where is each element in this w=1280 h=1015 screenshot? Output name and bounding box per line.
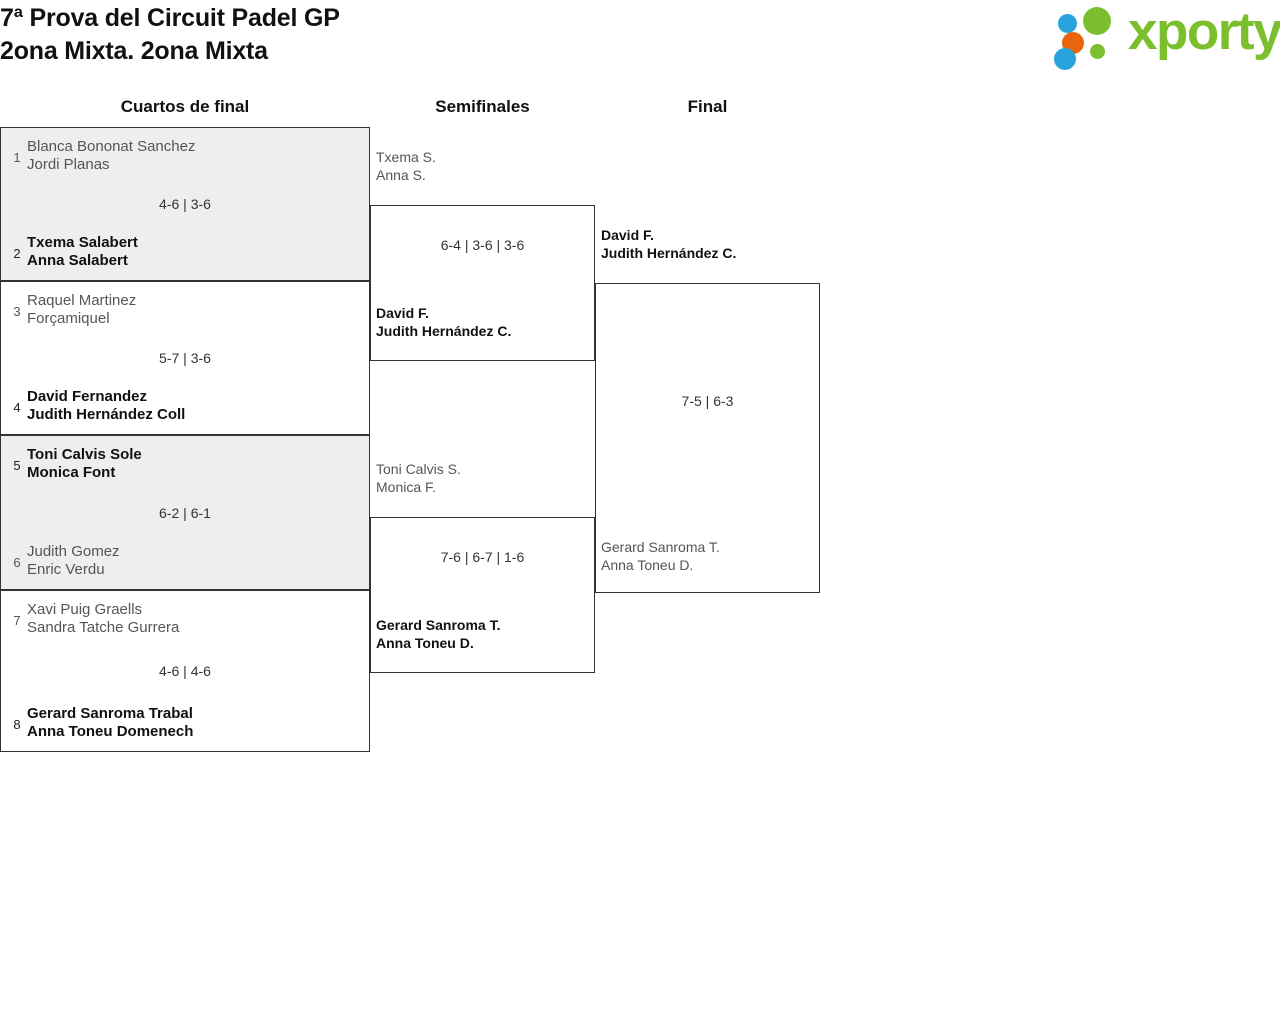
team-slot-seed-2[interactable]: 2 Txema Salabert Anna Salabert xyxy=(1,234,369,270)
logo-wordmark: xporty xyxy=(1128,2,1280,61)
team-players: Blanca Bononat Sanchez Jordi Planas xyxy=(27,138,195,174)
tournament-category: 2ona Mixta. 2ona Mixta xyxy=(0,37,268,65)
page-header: 7ª Prova del Circuit Padel GP 2ona Mixta… xyxy=(0,0,1280,80)
seed-number: 2 xyxy=(13,246,21,261)
team-slot-seed-8[interactable]: 8 Gerard Sanroma Trabal Anna Toneu Domen… xyxy=(1,705,369,741)
team-players: Xavi Puig Graells Sandra Tatche Gurrera xyxy=(27,601,179,637)
team-players: Judith Gomez Enric Verdu xyxy=(27,543,120,579)
player-name: Anna Toneu D. xyxy=(601,557,694,573)
team-players: Txema Salabert Anna Salabert xyxy=(27,234,138,270)
player-name: Anna Salabert xyxy=(27,252,128,269)
seed-number: 4 xyxy=(13,400,21,415)
player-name: Blanca Bononat Sanchez xyxy=(27,138,196,155)
seed-number: 8 xyxy=(13,717,21,732)
team-slot-seed-6[interactable]: 6 Judith Gomez Enric Verdu xyxy=(1,543,369,579)
logo-dot-blue-top xyxy=(1058,14,1077,33)
team-slot-seed-1[interactable]: 1 Blanca Bononat Sanchez Jordi Planas xyxy=(1,138,369,174)
final-score: 7-5 | 6-3 xyxy=(681,393,734,409)
seed-number: 3 xyxy=(13,304,21,319)
team-players: David Fernandez Judith Hernández Coll xyxy=(27,388,185,424)
semifinal-2-score: 7-6 | 6-7 | 1-6 xyxy=(440,549,525,565)
final-team-top[interactable]: David F. Judith Hernández C. xyxy=(601,226,736,262)
team-players: Raquel Martinez Forçamiquel xyxy=(27,292,136,328)
player-name: David F. xyxy=(376,305,429,321)
tournament-name: 7ª Prova del Circuit Padel GP xyxy=(0,4,340,32)
player-name: Monica F. xyxy=(376,479,436,495)
player-name: Toni Calvis S. xyxy=(376,461,461,477)
seed-number: 7 xyxy=(13,613,21,628)
match-quarterfinal-1[interactable]: 1 Blanca Bononat Sanchez Jordi Planas 4-… xyxy=(0,127,370,281)
player-name: David Fernandez xyxy=(27,388,148,405)
player-name: Judith Gomez xyxy=(27,543,120,560)
round-header-semifinals: Semifinales xyxy=(435,97,530,116)
team-slot-seed-4[interactable]: 4 David Fernandez Judith Hernández Coll xyxy=(1,388,369,424)
player-name: Sandra Tatche Gurrera xyxy=(27,619,180,636)
match-quarterfinal-2[interactable]: 3 Raquel Martinez Forçamiquel 5-7 | 3-6 … xyxy=(0,281,370,435)
player-name: Judith Hernández C. xyxy=(601,245,737,261)
player-name: Toni Calvis Sole xyxy=(27,446,142,463)
player-name: Xavi Puig Graells xyxy=(27,601,143,618)
player-name: Judith Hernández C. xyxy=(376,323,512,339)
team-slot-seed-5[interactable]: 5 Toni Calvis Sole Monica Font xyxy=(1,446,369,482)
player-name: Judith Hernández Coll xyxy=(27,406,186,423)
match-quarterfinal-3[interactable]: 5 Toni Calvis Sole Monica Font 6-2 | 6-1… xyxy=(0,435,370,590)
logo-dot-blue-bottom xyxy=(1054,48,1076,70)
semifinal-1-team-bottom[interactable]: David F. Judith Hernández C. xyxy=(376,304,511,340)
logo-dot-green-small xyxy=(1090,44,1105,59)
player-name: Anna Toneu D. xyxy=(376,635,474,651)
team-slot-seed-3[interactable]: 3 Raquel Martinez Forçamiquel xyxy=(1,292,369,328)
player-name: Enric Verdu xyxy=(27,561,105,578)
page-title: 7ª Prova del Circuit Padel GP 2ona Mixta… xyxy=(0,2,340,68)
player-name: Txema Salabert xyxy=(27,234,138,251)
seed-number: 1 xyxy=(13,150,21,165)
player-name: Txema S. xyxy=(376,149,436,165)
player-name: Gerard Sanroma Trabal xyxy=(27,705,193,722)
match-quarterfinal-4[interactable]: 7 Xavi Puig Graells Sandra Tatche Gurrer… xyxy=(0,590,370,752)
match-score: 5-7 | 3-6 xyxy=(159,350,211,366)
team-players: Toni Calvis Sole Monica Font xyxy=(27,446,142,482)
player-name: Forçamiquel xyxy=(27,310,110,327)
match-semifinal-1[interactable] xyxy=(370,205,595,361)
team-slot-seed-7[interactable]: 7 Xavi Puig Graells Sandra Tatche Gurrer… xyxy=(1,601,369,637)
player-name: Gerard Sanroma T. xyxy=(376,617,501,633)
match-score: 4-6 | 3-6 xyxy=(159,196,211,212)
semifinal-2-team-top[interactable]: Toni Calvis S. Monica F. xyxy=(376,460,461,496)
player-name: Raquel Martinez xyxy=(27,292,137,309)
semifinal-1-score: 6-4 | 3-6 | 3-6 xyxy=(440,237,525,253)
xporty-logo[interactable]: xporty xyxy=(1048,4,1280,70)
semifinal-1-team-top[interactable]: Txema S. Anna S. xyxy=(376,148,436,184)
round-header-final: Final xyxy=(687,97,728,116)
round-header-quarterfinals: Cuartos de final xyxy=(120,97,250,116)
match-score: 4-6 | 4-6 xyxy=(159,663,211,679)
final-team-bottom[interactable]: Gerard Sanroma T. Anna Toneu D. xyxy=(601,538,720,574)
seed-number: 5 xyxy=(13,458,21,473)
team-players: Gerard Sanroma Trabal Anna Toneu Domenec… xyxy=(27,705,193,741)
logo-dot-green-large xyxy=(1083,7,1111,35)
match-final[interactable] xyxy=(595,283,820,593)
player-name: David F. xyxy=(601,227,654,243)
player-name: Anna Toneu Domenech xyxy=(27,723,194,740)
match-semifinal-2[interactable] xyxy=(370,517,595,673)
match-score: 6-2 | 6-1 xyxy=(159,504,211,521)
semifinal-2-team-bottom[interactable]: Gerard Sanroma T. Anna Toneu D. xyxy=(376,616,501,652)
player-name: Monica Font xyxy=(27,464,116,481)
player-name: Jordi Planas xyxy=(27,156,110,173)
seed-number: 6 xyxy=(13,555,21,570)
player-name: Gerard Sanroma T. xyxy=(601,539,720,555)
player-name: Anna S. xyxy=(376,167,426,183)
